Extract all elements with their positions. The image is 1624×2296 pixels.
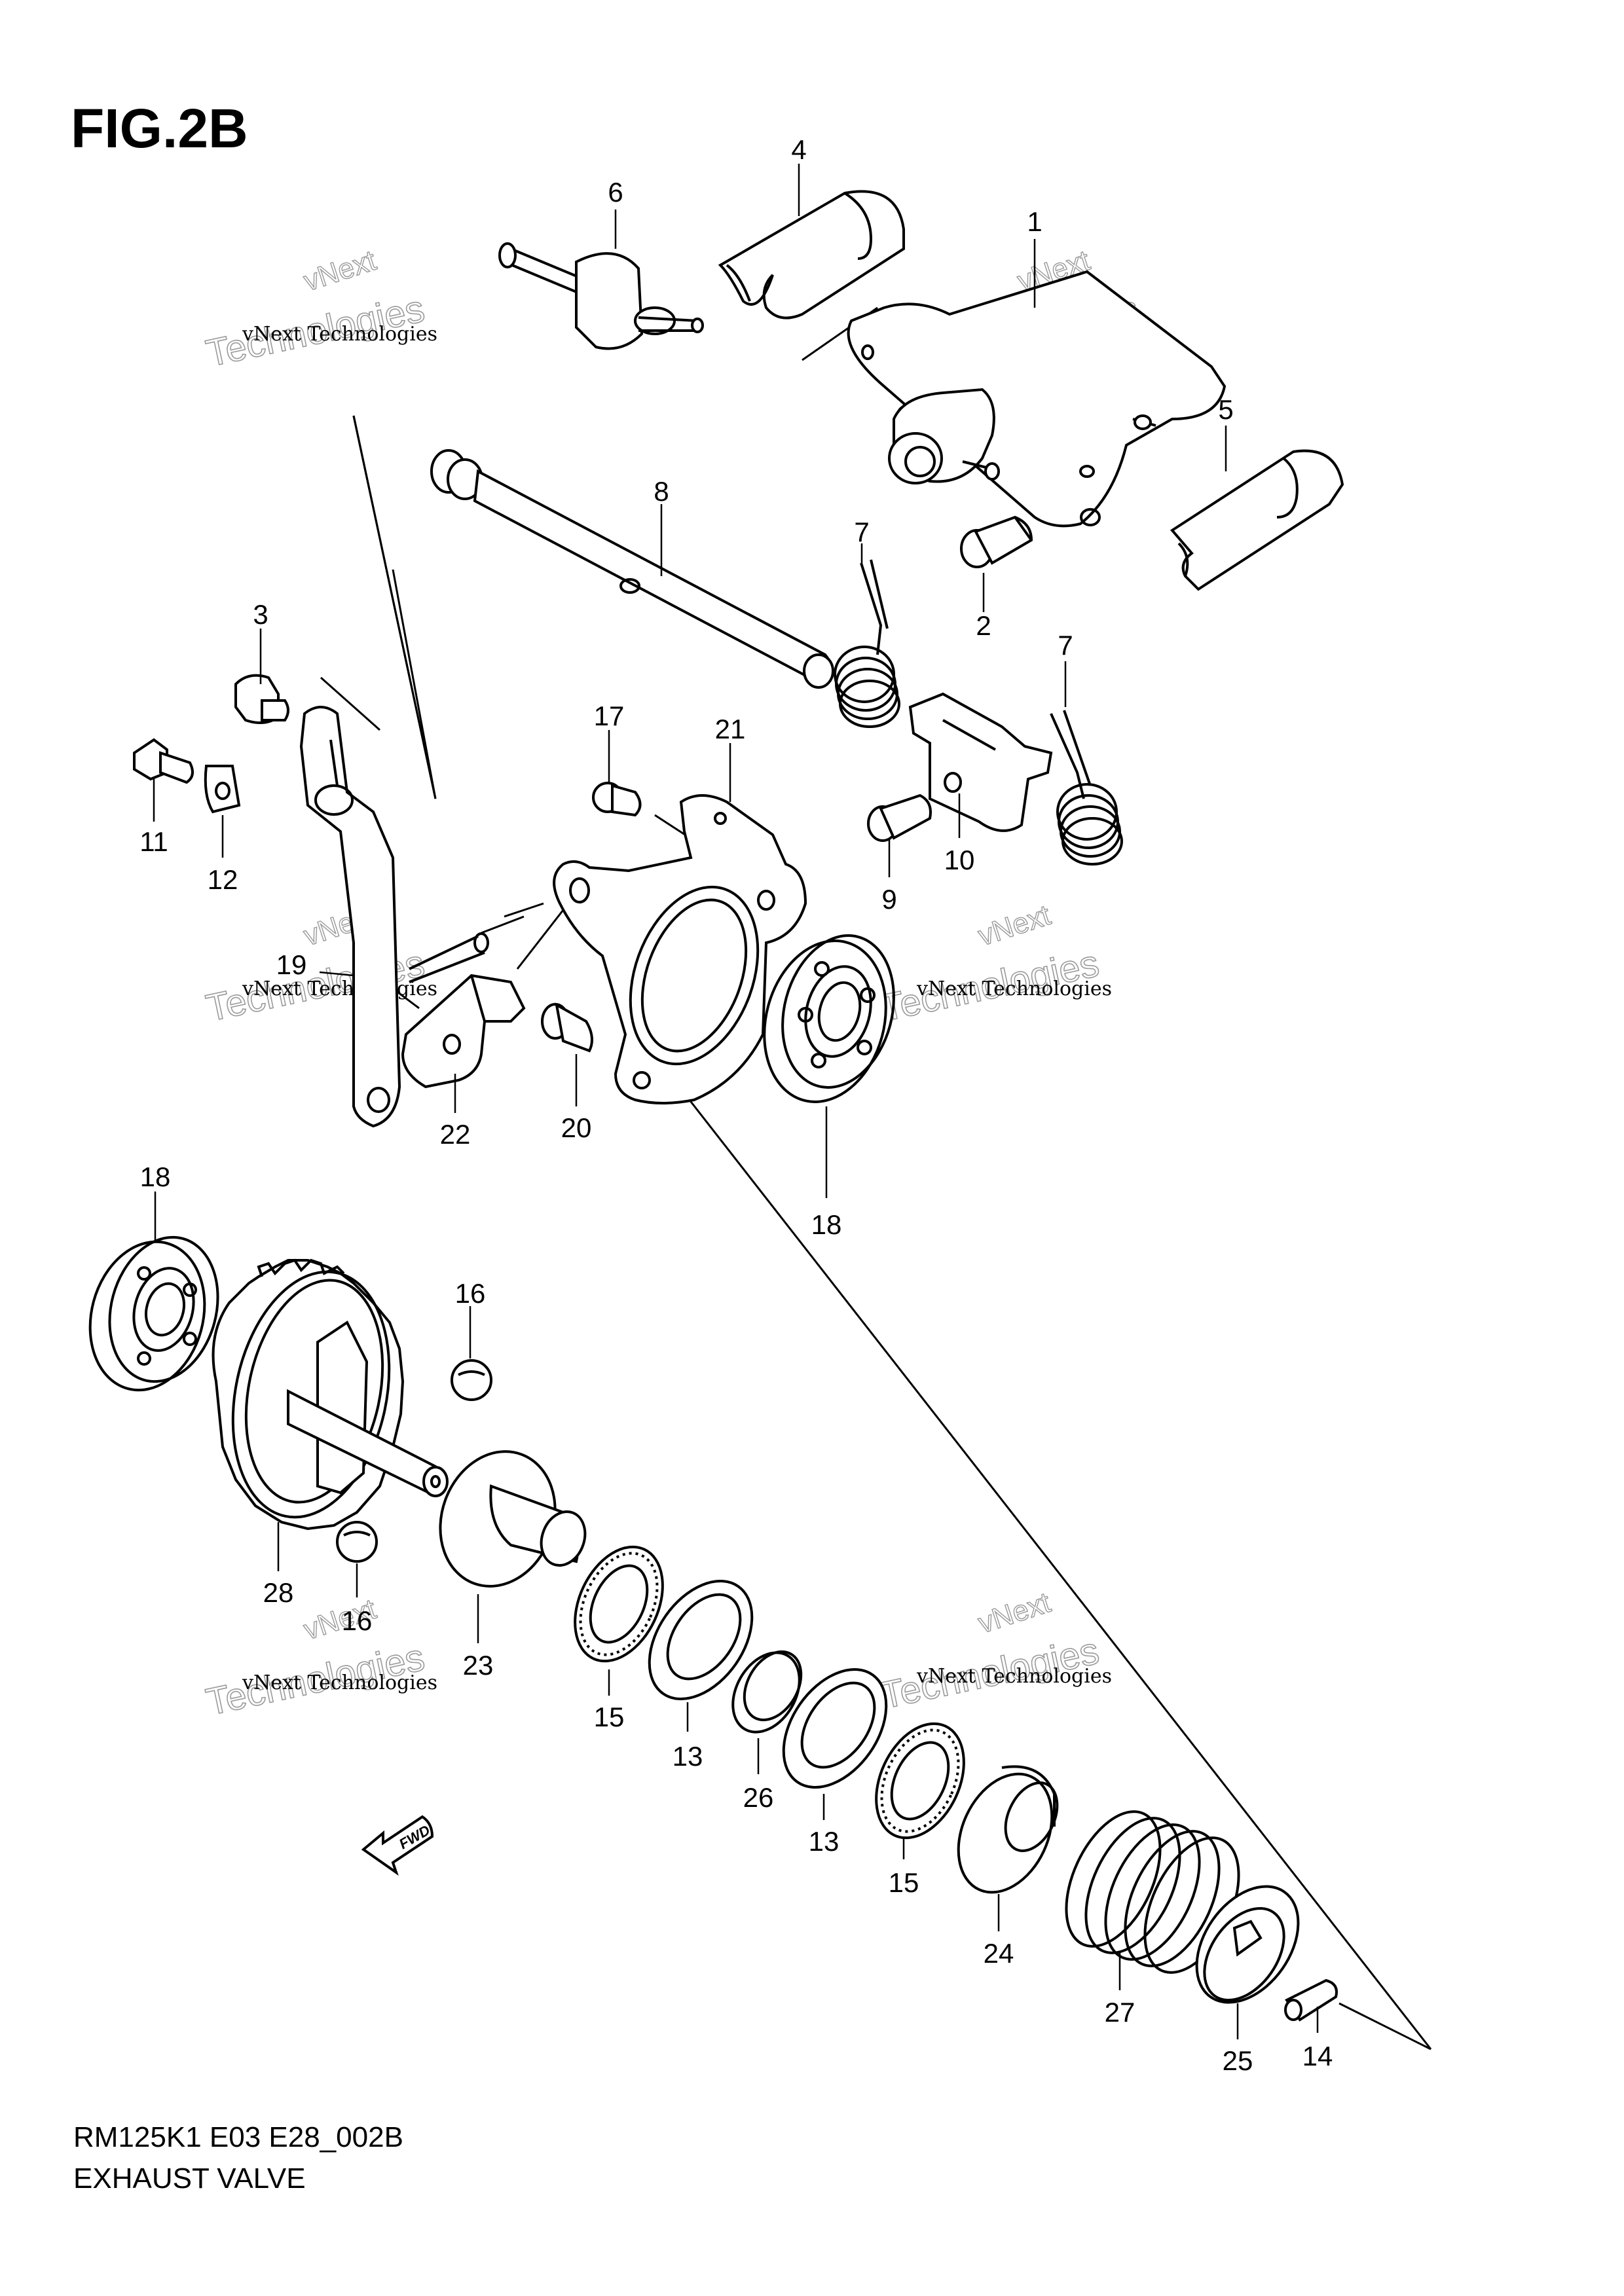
part-15-bearing-a [574,1545,664,1663]
diagram-name: EXHAUST VALVE [73,2162,306,2195]
svg-text:vNext: vNext [974,899,1054,952]
callout-12: 12 [208,864,238,895]
part-3-nut [234,674,289,724]
callout-4: 4 [791,134,806,165]
part-2-bolt [960,515,1033,568]
callout-18b: 18 [811,1209,842,1240]
fwd-arrow-icon: FWD [361,1815,434,1876]
watermark: vNext Technologies vNext Technologies [202,244,437,375]
callout-15b: 15 [889,1867,919,1898]
part-8-shaft [430,449,834,689]
callout-20: 20 [561,1112,592,1143]
callout-10: 10 [944,845,975,875]
callout-22: 22 [440,1119,471,1150]
callout-25: 25 [1223,2045,1253,2076]
callout-15a: 15 [594,1702,625,1732]
part-20-bolt [541,1002,593,1053]
part-21-housing [553,794,807,1104]
watermark: vNext Technologies vNext Technologies [876,898,1112,1030]
part-18-bearing-upper [763,934,895,1103]
part-13-washer-a [648,1579,754,1701]
callout-17: 17 [594,701,625,731]
callout-14: 14 [1302,2041,1333,2071]
callout-3: 3 [253,599,268,630]
part-17-bolt [592,782,642,817]
callout-26: 26 [743,1782,774,1813]
part-15-bearing-b [875,1722,965,1840]
watermark: vNext Technologies vNext Technologies [876,1586,1112,1717]
part-7-spring-right [1050,710,1123,866]
callout-21: 21 [715,714,746,744]
part-11-bolt [133,738,194,784]
callout-27: 27 [1105,1997,1135,2028]
svg-text:vNext Technologies: vNext Technologies [242,323,437,346]
svg-text:vNext: vNext [974,1586,1054,1639]
callout-7b: 7 [1058,630,1073,661]
figure-title: FIG.2B [71,98,248,159]
callout-28: 28 [263,1577,294,1608]
svg-text:vNext: vNext [300,244,380,297]
callout-16a: 16 [455,1278,486,1309]
part-9-bolt [867,793,932,842]
part-13-washer-b [782,1667,888,1789]
part-5-valve [1170,449,1344,591]
part-22-bracket [401,932,526,1089]
watermark: vNext Technologies vNext Technologies [202,898,437,1030]
part-10-cam [908,692,1053,832]
callout-13b: 13 [809,1826,840,1857]
callout-13a: 13 [673,1741,703,1772]
callout-24: 24 [984,1938,1014,1969]
model-code: RM125K1 E03 E28_002B [73,2121,403,2153]
callout-9: 9 [881,884,896,915]
part-27-spring [1065,1810,1240,1974]
part-19-lever [299,706,401,1128]
callout-5: 5 [1218,394,1233,425]
callout-2: 2 [976,610,991,641]
svg-text:vNext Technologies: vNext Technologies [242,1671,437,1694]
callouts: 6 4 1 5 8 7 2 7 3 17 21 11 12 9 10 19 22 [139,134,1333,2076]
part-26-ring [731,1650,803,1734]
svg-text:vNext Technologies: vNext Technologies [242,977,437,1000]
callout-18a: 18 [140,1161,171,1192]
part-25-cap [1195,1885,1300,2004]
part-16-ball-lower [336,1521,378,1563]
part-16-ball-upper [451,1359,492,1401]
callout-19: 19 [276,949,307,980]
part-28-gear [212,1258,449,1531]
part-24-cup [957,1765,1059,1894]
callout-1: 1 [1027,206,1042,237]
part-12-washer [204,765,241,814]
callout-23: 23 [463,1650,494,1681]
callout-16b: 16 [342,1605,373,1636]
part-1-bracket [847,270,1227,528]
svg-text:vNext Technologies: vNext Technologies [916,977,1112,1000]
part-23-sleeve [439,1450,587,1588]
callout-11: 11 [139,826,168,857]
callout-8: 8 [654,476,669,507]
callout-7a: 7 [854,517,869,547]
part-4-valve [718,190,905,319]
guide-lines [320,306,1432,2050]
callout-6: 6 [608,177,623,208]
part-7-spring-left [834,559,900,728]
part-18-bearing-lower [88,1235,219,1392]
part-6-guide [498,242,704,350]
part-14-pin [1284,1978,1338,2022]
watermark: vNext Technologies vNext Technologies [202,1592,437,1724]
svg-text:vNext Technologies: vNext Technologies [916,1665,1112,1688]
